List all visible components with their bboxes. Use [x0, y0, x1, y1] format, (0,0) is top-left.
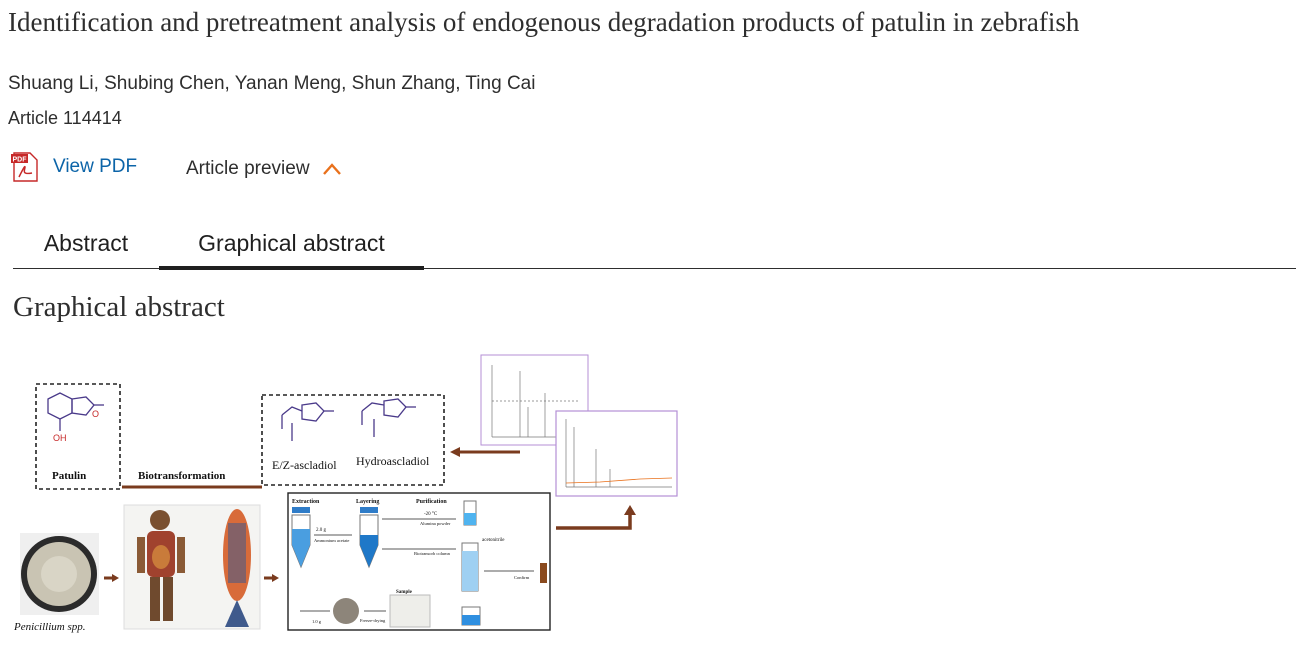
article-number: Article 114414: [8, 108, 122, 128]
tab-graphical-abstract[interactable]: Graphical abstract: [159, 222, 424, 270]
freeze-label: Freeze-drying: [360, 618, 386, 623]
purification-column: [461, 542, 481, 626]
penicillium-label: Penicillium spp.: [13, 621, 86, 633]
sample-photo: [389, 594, 431, 628]
mass2-label: 1.0 g: [312, 619, 322, 624]
acetonitrile-label: acetonitrile: [482, 538, 505, 543]
pdf-icon: PDF: [11, 152, 38, 182]
article-preview-label: Article preview: [186, 158, 310, 179]
ascladiol-structure: [281, 402, 334, 441]
arrow-to-chromatogram: [556, 511, 632, 530]
arrow-to-workflow-head: [272, 574, 279, 582]
article-preview-toggle[interactable]: Article preview: [186, 156, 342, 182]
chromatogram-panel-2: [555, 410, 678, 497]
extraction-label: Extraction: [292, 499, 320, 505]
layering-label: Layering: [356, 499, 379, 505]
arrow-to-models-head: [112, 574, 119, 582]
purification-label: Purification: [416, 499, 447, 505]
patulin-structure: [47, 392, 104, 431]
tab-abstract[interactable]: Abstract: [43, 230, 129, 256]
colony-center: [41, 556, 77, 592]
view-pdf-link[interactable]: PDF View PDF: [10, 150, 137, 184]
sample-label: Sample: [396, 590, 413, 595]
vial-icon: [540, 563, 547, 583]
hydroascladiol-label: Hydroascladiol: [356, 454, 430, 468]
feedback-arrowhead: [450, 447, 460, 457]
author-list: Shuang Li, Shubing Chen, Yanan Meng, Shu…: [8, 73, 536, 94]
chevron-up-icon: [322, 163, 341, 175]
biotransformation-label: Biotransformation: [138, 470, 225, 482]
mass-label: 2.0 g: [316, 528, 327, 533]
layering-tube: [359, 507, 379, 569]
view-pdf-label: View PDF: [53, 156, 138, 177]
purification-tube-1: [463, 500, 477, 526]
human-model: [137, 510, 185, 621]
biotransorb-label: Biotransorb column: [414, 551, 451, 556]
temp-label: -20 °C: [424, 512, 438, 517]
confirm-label: Confirm: [514, 575, 530, 580]
zebrafish-model: [223, 509, 251, 627]
alumina-label: Alumina powder: [420, 521, 451, 526]
graphical-abstract-figure[interactable]: O OH Patulin Biotransformation E/Z-ascla…: [0, 345, 700, 645]
products-box: [261, 394, 445, 486]
extraction-tube: [291, 507, 311, 569]
hydroascladiol-structure: [361, 398, 416, 437]
patulin-label: Patulin: [52, 470, 86, 482]
chromatogram-2-trace: [565, 419, 672, 488]
patulin-o-label: O: [92, 409, 99, 419]
arrow-to-chromatogram-head: [624, 505, 636, 515]
ammonium-label: Ammonium acetate: [314, 538, 349, 543]
chromatogram-1-trace: [491, 365, 582, 438]
freeze-dried-sample: [333, 598, 359, 624]
patulin-oh-label: OH: [53, 433, 67, 443]
section-heading: Graphical abstract: [13, 291, 225, 323]
tab-bar: Abstract Graphical abstract: [13, 222, 1296, 270]
patulin-box: [35, 383, 121, 490]
chromatogram-2-baseline: [565, 477, 673, 484]
ascladiol-label: E/Z-ascladiol: [272, 458, 337, 472]
article-title[interactable]: Identification and pretreatment analysis…: [8, 7, 1080, 37]
pdf-badge-text: PDF: [13, 157, 28, 164]
